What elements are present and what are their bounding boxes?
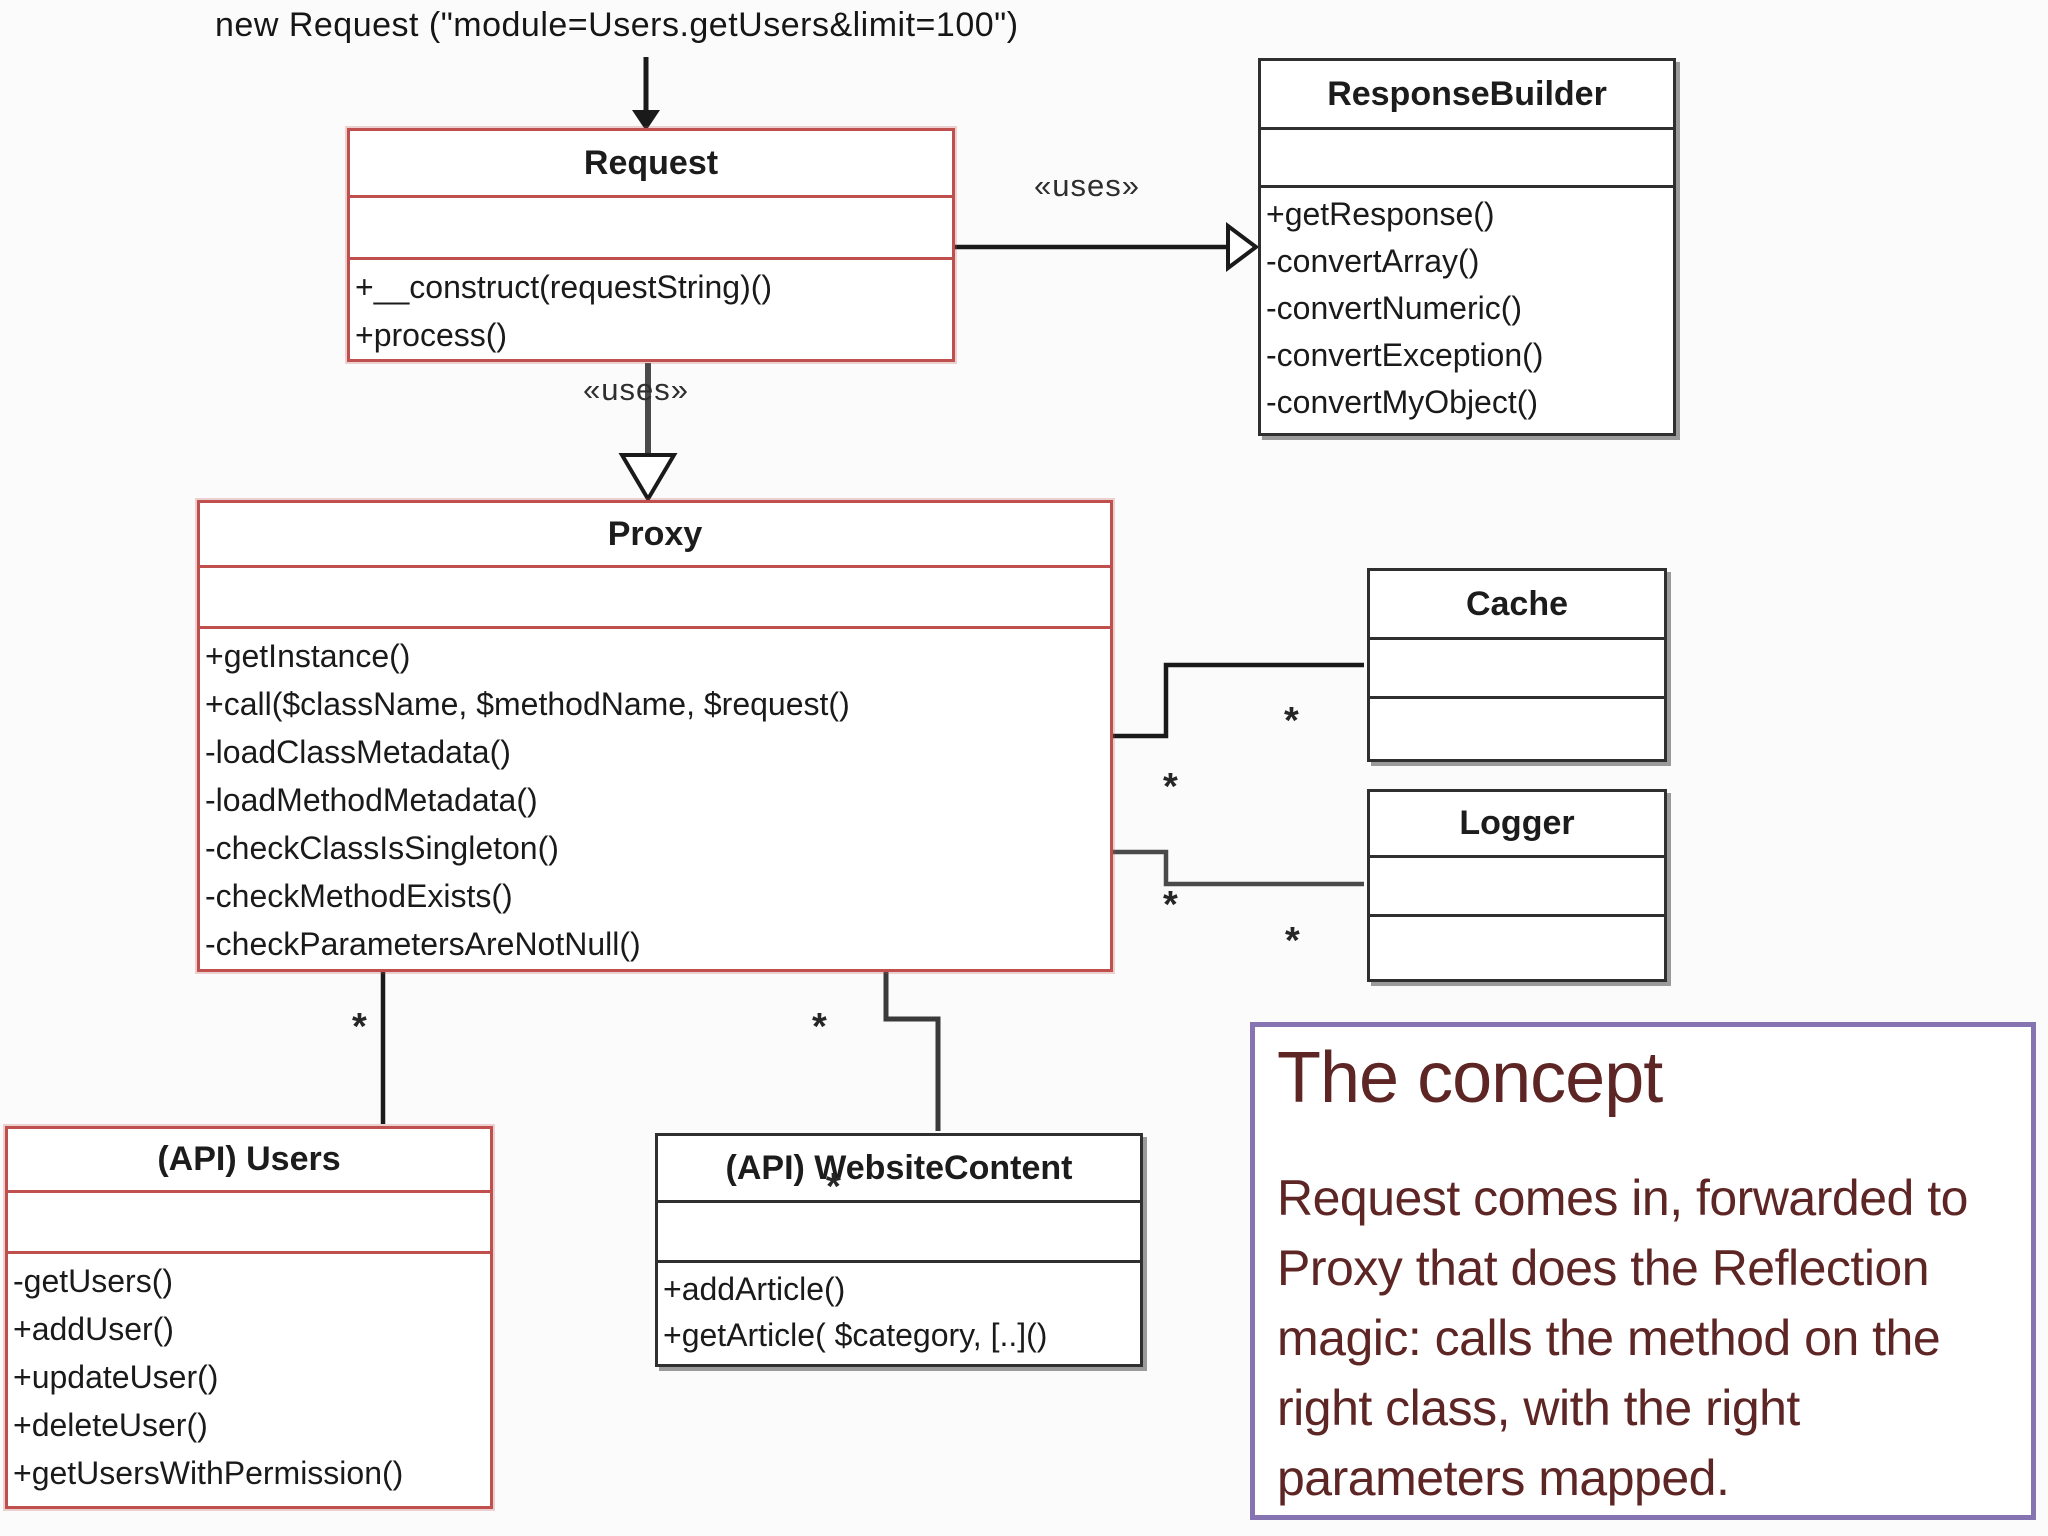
class-responsebuilder: ResponseBuilder +getResponse() -convertAr… xyxy=(1258,58,1676,436)
class-responsebuilder-title: ResponseBuilder xyxy=(1261,61,1673,130)
concept-text-line: parameters mapped. xyxy=(1277,1450,1730,1506)
class-request-attributes xyxy=(350,198,952,260)
multiplicity-star-cache-end: * xyxy=(1284,700,1299,742)
method-label: +__construct(requestString)() xyxy=(355,269,773,305)
multiplicity-star-logger-end: * xyxy=(1285,920,1300,962)
proxy-websitecontent-association xyxy=(883,970,941,1131)
concept-body: Request comes in, forwarded to Proxy that… xyxy=(1277,1163,1968,1513)
method-label: +updateUser() xyxy=(13,1359,219,1395)
method-label: -checkParametersAreNotNull() xyxy=(205,926,641,962)
class-api-websitecontent-attributes xyxy=(658,1203,1140,1263)
class-responsebuilder-attributes xyxy=(1261,130,1673,188)
method-label: -convertMyObject() xyxy=(1266,384,1539,420)
method-label: +addUser() xyxy=(13,1311,174,1347)
method-label: +getArticle( $category, [..]() xyxy=(663,1317,1048,1353)
class-request-title: Request xyxy=(350,131,952,198)
uses-stereotype-right: «uses» xyxy=(1034,168,1140,203)
proxy-cache-association xyxy=(1113,662,1364,739)
class-api-users: (API) Users -getUsers() +addUser() +update… xyxy=(5,1126,493,1509)
new-request-annotation: new Request ("module=Users.getUsers&limi… xyxy=(215,6,1019,44)
method-label: -checkClassIsSingleton() xyxy=(205,830,559,866)
method-label: -convertArray() xyxy=(1266,243,1480,279)
method-label: -convertNumeric() xyxy=(1266,290,1523,326)
class-logger-title: Logger xyxy=(1370,792,1664,858)
class-cache-title: Cache xyxy=(1370,571,1664,640)
concept-text-line: right class, with the right xyxy=(1277,1380,1800,1436)
class-proxy-title: Proxy xyxy=(200,503,1110,568)
class-api-websitecontent: (API) WebsiteContent +addArticle() +getAr… xyxy=(655,1133,1143,1367)
class-cache-attributes xyxy=(1370,640,1664,699)
concept-text-line: Request comes in, forwarded to xyxy=(1277,1170,1968,1226)
multiplicity-star-websitecontent-end: * xyxy=(826,1166,841,1208)
multiplicity-star-cache-proxy-end: * xyxy=(1163,766,1178,808)
class-api-users-title: (API) Users xyxy=(8,1129,490,1193)
class-api-users-attributes xyxy=(8,1193,490,1254)
method-label: -loadMethodMetadata() xyxy=(205,782,538,818)
class-proxy-methods: +getInstance() +call($className, $methodN… xyxy=(200,629,1110,969)
class-proxy: Proxy +getInstance() +call($className, $m… xyxy=(197,500,1113,972)
method-label: -getUsers() xyxy=(13,1263,174,1299)
class-logger-attributes xyxy=(1370,858,1664,917)
multiplicity-star-websitecontent-proxy-end: * xyxy=(812,1006,827,1048)
concept-note: The concept Request comes in, forwarded … xyxy=(1250,1022,2036,1520)
concept-text-line: magic: calls the method on the xyxy=(1277,1310,1941,1366)
class-proxy-attributes xyxy=(200,568,1110,629)
method-label: +process() xyxy=(355,317,508,353)
method-label: -checkMethodExists() xyxy=(205,878,513,914)
method-label: +getResponse() xyxy=(1266,196,1495,232)
method-label: +addArticle() xyxy=(663,1271,846,1307)
class-cache-methods xyxy=(1370,699,1664,759)
concept-text-line: Proxy that does the Reflection xyxy=(1277,1240,1930,1296)
method-label: +deleteUser() xyxy=(13,1407,208,1443)
class-logger: Logger xyxy=(1367,789,1667,982)
class-request: Request +__construct(requestString)() +pr… xyxy=(347,128,955,362)
method-label: +getInstance() xyxy=(205,638,411,674)
class-responsebuilder-methods: +getResponse() -convertArray() -convertNum… xyxy=(1261,188,1673,433)
proxy-logger-association xyxy=(1113,849,1364,887)
class-api-users-methods: -getUsers() +addUser() +updateUser() +delet… xyxy=(8,1254,490,1506)
request-responsebuilder-association xyxy=(955,222,1260,272)
method-label: +call($className, $methodName, $request(… xyxy=(205,686,850,722)
method-label: +getUsersWithPermission() xyxy=(13,1455,404,1491)
multiplicity-star-users: * xyxy=(352,1006,367,1048)
concept-title: The concept xyxy=(1277,1038,1663,1118)
class-logger-methods xyxy=(1370,917,1664,979)
class-request-methods: +__construct(requestString)() +process() xyxy=(350,260,952,359)
annotation-arrow xyxy=(632,57,660,131)
multiplicity-star-logger-proxy-end: * xyxy=(1163,884,1178,926)
class-api-websitecontent-methods: +addArticle() +getArticle( $category, [..… xyxy=(658,1263,1140,1364)
class-api-websitecontent-title: (API) WebsiteContent xyxy=(658,1136,1140,1203)
method-label: -convertException() xyxy=(1266,337,1544,373)
class-cache: Cache xyxy=(1367,568,1667,762)
method-label: -loadClassMetadata() xyxy=(205,734,511,770)
uses-stereotype-down: «uses» xyxy=(583,372,689,407)
